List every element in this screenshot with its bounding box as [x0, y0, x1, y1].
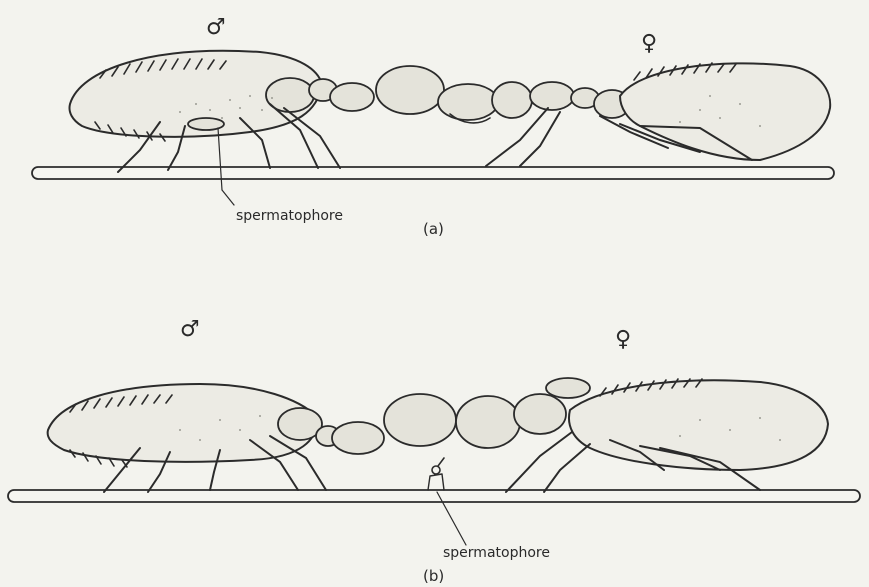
caption-b: (b) [423, 567, 444, 585]
female-insect-a [486, 63, 830, 166]
clasped-mouthparts-a [376, 66, 532, 123]
female-symbol-a: ♀ [641, 31, 657, 56]
ground-bar-a [32, 167, 834, 179]
ground-bar-b [8, 490, 860, 502]
male-symbol-b: ♂ [180, 317, 200, 342]
male-insect-b [48, 384, 384, 492]
male-insect-a [70, 51, 375, 205]
caption-a: (a) [423, 220, 444, 238]
female-symbol-b: ♀ [615, 327, 631, 352]
panel-b: ♂ ♀ spermatophore (b) [8, 317, 860, 585]
spermatophore-label-b: spermatophore [443, 545, 550, 561]
spermatophore-label-a: spermatophore [236, 208, 343, 224]
panel-a: ♂ ♀ spermatophore (a) [32, 15, 834, 238]
male-symbol-a: ♂ [206, 15, 226, 40]
clasped-mouthparts-b [384, 378, 590, 448]
